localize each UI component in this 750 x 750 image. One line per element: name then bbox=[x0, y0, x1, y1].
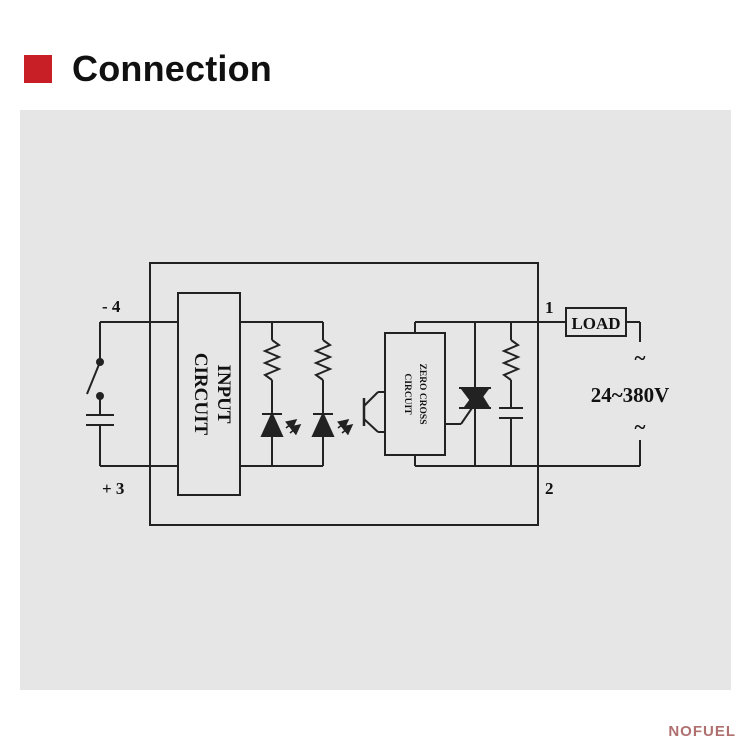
terminal-plus-3: + 3 bbox=[102, 479, 124, 498]
input-circuit-label-line1: INPUT bbox=[213, 364, 234, 423]
terminal-2: 2 bbox=[545, 479, 554, 498]
led-2-icon bbox=[311, 411, 335, 437]
zero-cross-label-line1: ZERO CROSS bbox=[417, 364, 427, 425]
input-circuit-block bbox=[177, 292, 241, 496]
triac-triangle-up bbox=[464, 388, 490, 407]
input-circuit-label-line2: CIRCUIT bbox=[190, 353, 211, 436]
section-marker-square bbox=[24, 55, 52, 83]
ssr-module-outline bbox=[149, 262, 539, 526]
terminal-minus-4: - 4 bbox=[102, 297, 121, 316]
section-header: Connection bbox=[24, 46, 272, 92]
load-label: LOAD bbox=[571, 314, 620, 333]
panel-background bbox=[20, 110, 731, 690]
snubber-rc bbox=[499, 322, 523, 466]
terminal-1: 1 bbox=[545, 298, 554, 317]
phototransistor bbox=[362, 391, 385, 433]
section-title: Connection bbox=[72, 48, 272, 89]
led-1-emission-arrow bbox=[285, 419, 298, 431]
ac-symbol-bottom: ~ bbox=[635, 415, 646, 439]
brand-watermark: NOFUEL bbox=[668, 723, 736, 740]
voltage-label: 24~380V bbox=[591, 383, 670, 407]
zero-cross-label-line2: CIRCUIT bbox=[402, 373, 412, 415]
connection-diagram: - 4 + 3 1 2 INPUT CIRCUIT ZERO CROSS CIR… bbox=[20, 110, 731, 690]
led-1-icon bbox=[260, 411, 284, 437]
triac-output bbox=[445, 322, 491, 466]
load-circuit bbox=[538, 307, 641, 467]
led-2-emission-arrow bbox=[337, 419, 350, 431]
control-switch-circuit bbox=[86, 321, 150, 467]
indicator-branch-1 bbox=[262, 322, 282, 466]
connection-diagram-panel: - 4 + 3 1 2 INPUT CIRCUIT ZERO CROSS CIR… bbox=[20, 110, 731, 690]
ac-symbol-top: ~ bbox=[635, 346, 646, 370]
indicator-branch-2 bbox=[313, 322, 333, 466]
